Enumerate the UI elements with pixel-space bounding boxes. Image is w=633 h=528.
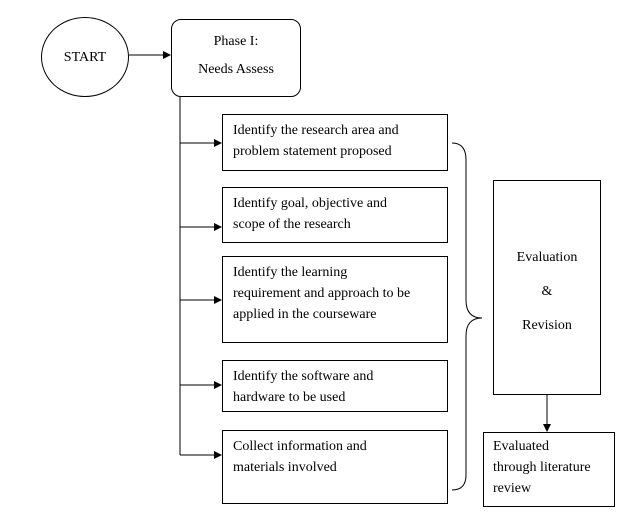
revision-label: Revision [522,318,572,333]
step-text: Collect information and [233,439,367,454]
step-box-software-hardware: Identify the software and hardware to be… [222,360,448,412]
step-box-collect-information: Collect information and materials involv… [222,430,448,504]
step-text: materials involved [233,460,337,475]
start-label: START [63,49,107,65]
step-text: Identify the research area and [233,123,399,138]
evaluation-revision-box: Evaluation & Revision [493,180,601,395]
phase-subtitle: Needs Assess [198,62,274,77]
step-box-learning-requirement: Identify the learning requirement and ap… [222,256,448,343]
phase-node: Phase I: Needs Assess [171,19,301,97]
step-text: Identify the software and [233,369,374,384]
review-text: Evaluated [493,439,549,454]
step-box-research-area: Identify the research area and problem s… [222,114,448,171]
start-node: START [41,17,129,97]
step-box-goal-objective: Identify goal, objective and scope of th… [222,187,448,243]
review-text: review [493,481,532,496]
step-text: hardware to be used [233,390,346,405]
grouping-brace [451,142,483,491]
review-text: through literature [493,460,591,475]
step-text: problem statement proposed [233,144,392,159]
step-text: requirement and approach to be [233,286,411,301]
phase-title: Phase I: [213,34,259,49]
step-text: applied in the courseware [233,307,377,322]
step-text: Identify goal, objective and [233,196,387,211]
evaluation-label: Evaluation [516,250,578,265]
step-text: Identify the learning [233,265,348,280]
step-text: scope of the research [233,217,351,232]
ampersand-label: & [541,284,553,299]
literature-review-box: Evaluated through literature review [483,432,615,507]
